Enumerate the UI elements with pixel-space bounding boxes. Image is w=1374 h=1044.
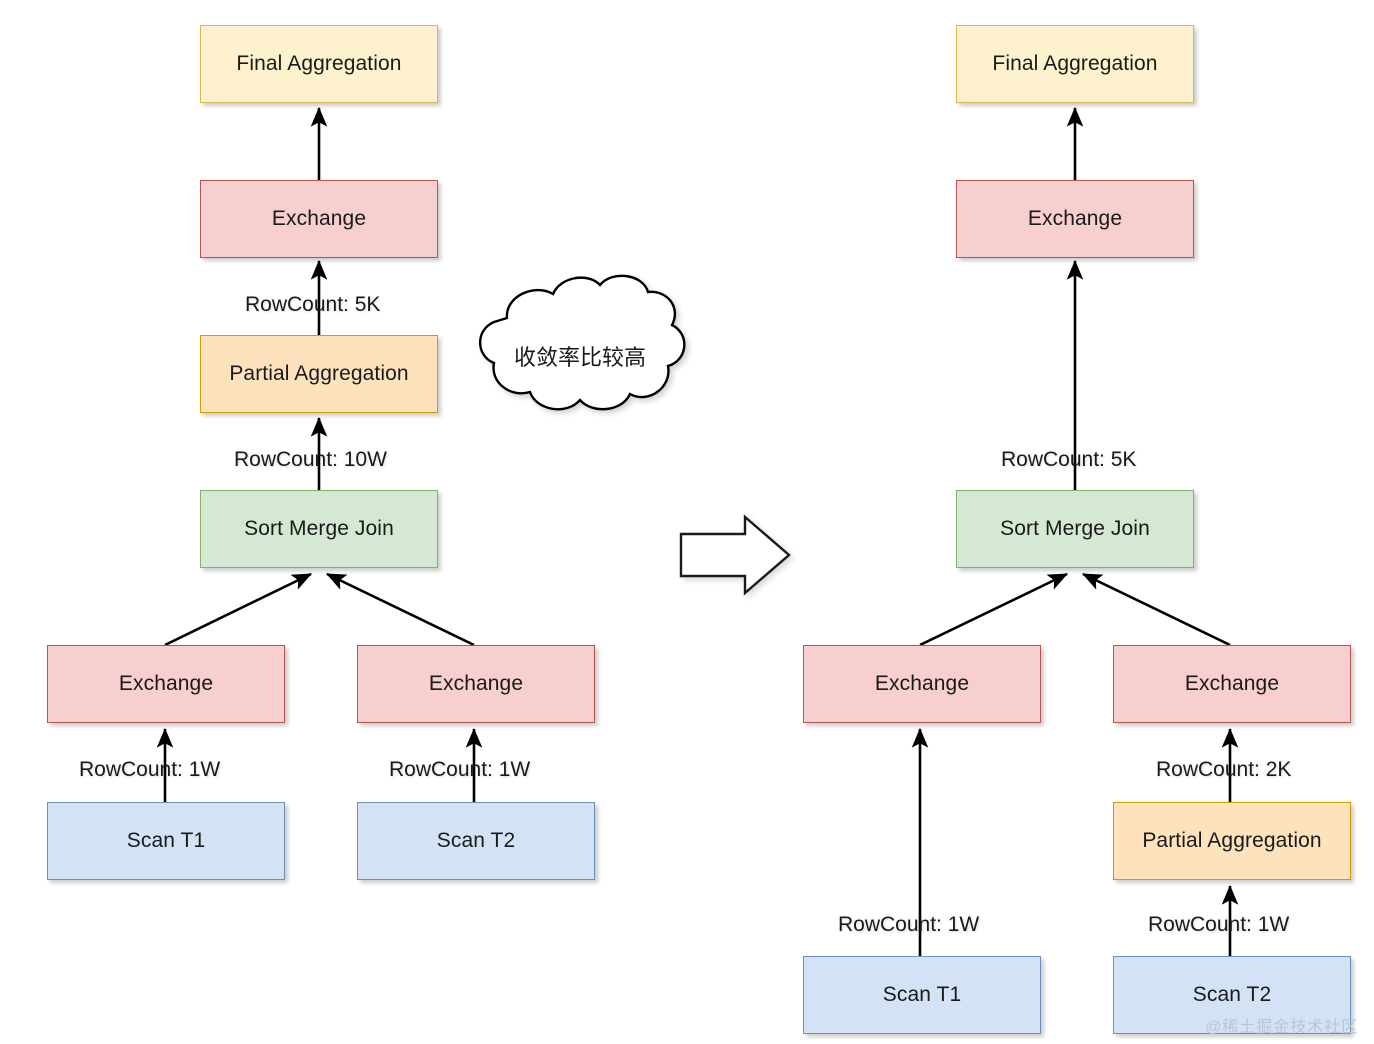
node-scan-t1-left[interactable]: Scan T1 [47,802,285,880]
node-scan-t1-right[interactable]: Scan T1 [803,956,1041,1034]
edge-label-left-5k: RowCount: 5K [245,293,381,316]
node-label: Final Aggregation [236,52,402,75]
node-label: Scan T1 [882,983,962,1006]
watermark: @稀土掘金技术社区 [1205,1019,1359,1036]
node-label: Exchange [1027,207,1123,230]
node-label: Exchange [874,672,970,695]
node-partial-aggregation-right[interactable]: Partial Aggregation [1113,802,1351,880]
edge-label-left-10w: RowCount: 10W [234,448,387,471]
edge-r-exchangel-to-smj [919,572,1068,647]
node-label: Exchange [1184,672,1280,695]
node-sort-merge-join-right[interactable]: Sort Merge Join [956,490,1194,568]
node-exchange-right-lower-left[interactable]: Exchange [803,645,1041,723]
node-label: Sort Merge Join [1000,517,1150,540]
node-partial-aggregation-left[interactable]: Partial Aggregation [200,335,438,413]
cloud-callout-label: 收敛率比较高 [513,345,646,370]
edge-label-left-1w-t1: RowCount: 1W [79,758,221,781]
node-scan-t2-left[interactable]: Scan T2 [357,802,595,880]
node-scan-t2-right[interactable]: Scan T2 [1113,956,1351,1034]
node-exchange-left-lower-left[interactable]: Exchange [47,645,285,723]
node-exchange-right-lower-right[interactable]: Exchange [1113,645,1351,723]
node-label: Scan T1 [126,829,206,852]
node-label: Sort Merge Join [244,517,394,540]
edge-label-right-2k: RowCount: 2K [1156,758,1292,781]
edge-label-right-1w-t2: RowCount: 1W [1148,913,1290,936]
edge-label-right-5k: RowCount: 5K [1001,448,1137,471]
node-label: Scan T2 [436,829,516,852]
node-label: Exchange [428,672,524,695]
transform-right-arrow-shape [679,514,791,596]
node-label: Final Aggregation [992,52,1158,75]
node-label: Scan T2 [1192,983,1272,1006]
node-exchange-top-right[interactable]: Exchange [956,180,1194,258]
node-label: Exchange [118,672,214,695]
edge-label-left-1w-t2: RowCount: 1W [389,758,531,781]
edge-label-right-1w-t1: RowCount: 1W [838,913,980,936]
edge-r-exchanger-to-smj [1082,572,1231,647]
node-label: Exchange [271,207,367,230]
edge-l-exchangel-to-smj [164,572,312,647]
node-final-aggregation-right[interactable]: Final Aggregation [956,25,1194,103]
node-final-aggregation-left[interactable]: Final Aggregation [200,25,438,103]
node-label: Partial Aggregation [229,362,409,385]
node-label: Partial Aggregation [1142,829,1322,852]
node-exchange-top-left[interactable]: Exchange [200,180,438,258]
node-sort-merge-join-left[interactable]: Sort Merge Join [200,490,438,568]
edge-l-exchanger-to-smj [326,572,475,647]
node-exchange-left-lower-right[interactable]: Exchange [357,645,595,723]
